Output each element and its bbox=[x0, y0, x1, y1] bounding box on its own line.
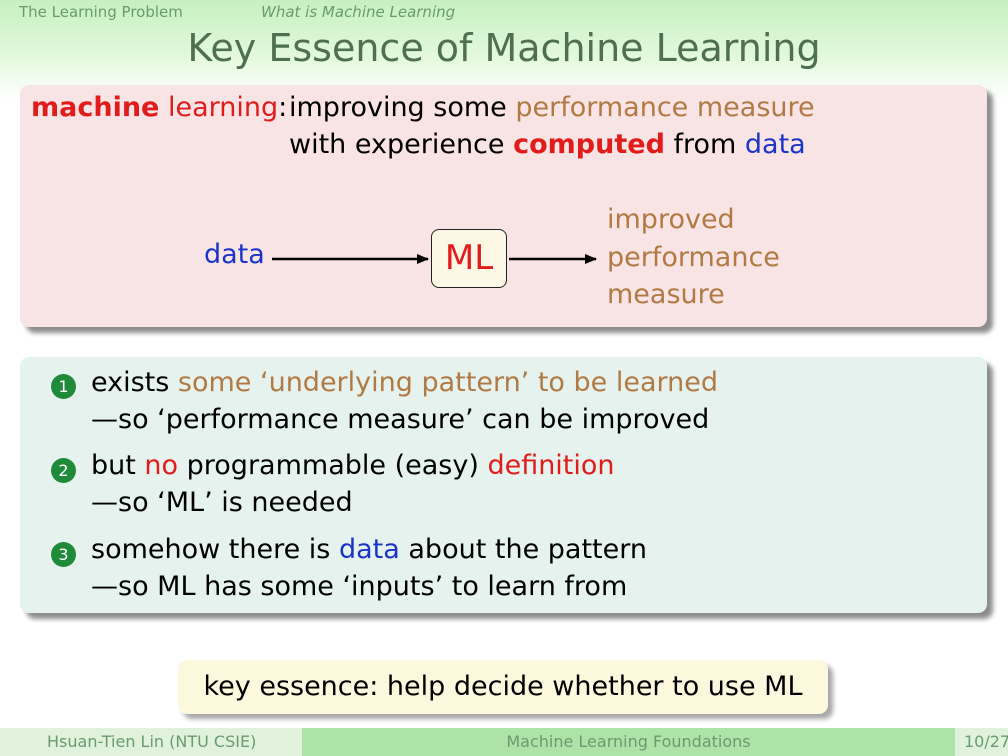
footer-course: Machine Learning Foundations bbox=[302, 728, 955, 756]
data-highlight: data bbox=[744, 129, 806, 160]
diagram-output-line-3: measure bbox=[607, 279, 725, 310]
definition-line-1: improving some performance measure bbox=[289, 92, 815, 124]
definition-box bbox=[20, 85, 987, 327]
definition-term: machine learning: bbox=[31, 92, 287, 124]
performance-measure-highlight: performance measure bbox=[515, 92, 815, 123]
list-item-3-end: about the pattern bbox=[399, 534, 647, 565]
underlying-pattern-highlight: some ‘underlying pattern’ to be learned bbox=[177, 367, 719, 398]
diagram-output-line-2: performance bbox=[607, 242, 780, 273]
number-badge-2: 2 bbox=[51, 458, 76, 483]
header-background bbox=[0, 0, 1008, 100]
nav-subsection-link[interactable]: What is Machine Learning bbox=[261, 3, 456, 21]
footer-page-number: 10/27 bbox=[955, 728, 1008, 756]
list-item-1-text: exists bbox=[91, 367, 178, 398]
list-item-2-text: but bbox=[91, 450, 145, 481]
footer-page-text: 10/27 bbox=[964, 732, 1008, 751]
definition-line-2: with experience computed from data bbox=[289, 129, 806, 161]
definition-highlight: definition bbox=[487, 450, 615, 481]
diagram-output-line-1: improved bbox=[607, 204, 735, 235]
ml-box: ML bbox=[431, 229, 507, 288]
conditions-box bbox=[20, 357, 987, 613]
term-machine: machine bbox=[31, 92, 160, 123]
key-essence-text: key essence: help decide whether to use … bbox=[203, 671, 803, 702]
list-item-3-line-1: somehow there is data about the pattern bbox=[91, 534, 647, 566]
computed-highlight: computed bbox=[513, 129, 665, 160]
list-item-2-mid: programmable (easy) bbox=[178, 450, 488, 481]
list-item-2-line-1: but no programmable (easy) definition bbox=[91, 450, 615, 482]
footer-author-text: Hsuan-Tien Lin (NTU CSIE) bbox=[47, 732, 257, 751]
nav-section-link[interactable]: The Learning Problem bbox=[19, 3, 183, 21]
number-badge-1: 1 bbox=[51, 374, 76, 399]
list-item-3-line-2: —so ML has some ‘inputs’ to learn from bbox=[91, 571, 628, 602]
term-colon: : bbox=[278, 92, 288, 123]
number-badge-3: 3 bbox=[51, 542, 76, 567]
definition-line2-mid: from bbox=[664, 129, 745, 160]
diagram-input-label: data bbox=[204, 239, 265, 270]
definition-line1-text: improving some bbox=[289, 92, 516, 123]
data-highlight-2: data bbox=[338, 534, 400, 565]
list-item-2-line-2: —so ‘ML’ is needed bbox=[91, 487, 353, 518]
no-highlight: no bbox=[144, 450, 179, 481]
key-essence-box: key essence: help decide whether to use … bbox=[178, 660, 828, 714]
footer-author: Hsuan-Tien Lin (NTU CSIE) bbox=[0, 728, 302, 756]
slide-title: Key Essence of Machine Learning bbox=[187, 26, 821, 70]
list-item-1-line-2: —so ‘performance measure’ can be improve… bbox=[91, 404, 710, 435]
definition-line2-text: with experience bbox=[289, 129, 514, 160]
list-item-1-line-1: exists some ‘underlying pattern’ to be l… bbox=[91, 367, 718, 399]
list-item-3-text: somehow there is bbox=[91, 534, 339, 565]
term-learning: learning bbox=[159, 92, 279, 123]
